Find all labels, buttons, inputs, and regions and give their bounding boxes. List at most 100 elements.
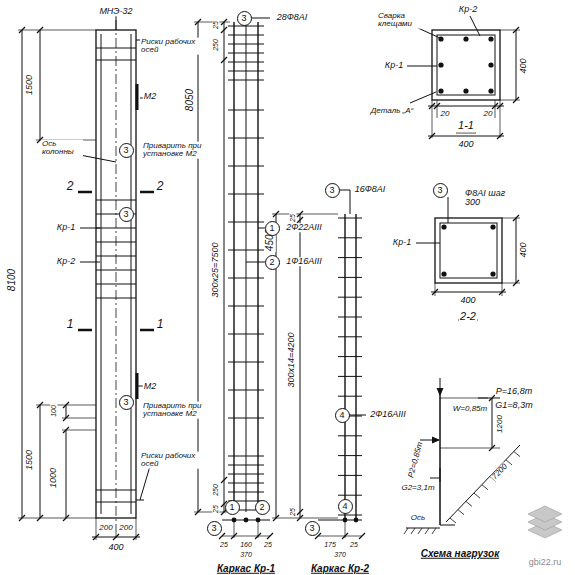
drawing-label: 200 [98, 524, 113, 532]
rebar-dots [232, 36, 496, 522]
drawing-label: 25 [212, 504, 219, 514]
drawing-label: 1000 [49, 467, 58, 489]
callout-text: 3 [309, 524, 314, 533]
drawing-label: Риски рабочих осей [140, 38, 204, 55]
drawing-label: W=0,85т [452, 405, 488, 413]
drawing-label: Ось [410, 514, 426, 522]
drawing-label: 2Ф16АIII [369, 410, 407, 419]
drawing-label: Кр-1 [384, 61, 404, 70]
drawing-label: 200 [118, 524, 133, 532]
drawing-label: 400 [459, 296, 476, 305]
drawing-caption: Каркас Кр-1 [216, 564, 276, 575]
drawing-label: 20 [440, 110, 451, 118]
drawing-caption: Схема нагрузок [420, 549, 500, 560]
drawing-label: G1=8,3т [494, 401, 533, 410]
drawing-label: Кр-1 [56, 223, 76, 232]
callout-text: 4 [339, 411, 344, 420]
callout-number: 4 [335, 408, 350, 423]
drawing-label: 1500 [25, 74, 34, 96]
drawing-label: 1 [156, 318, 165, 331]
drawing-label: 400 [519, 241, 528, 258]
drawing-label: 20 [483, 110, 494, 118]
callout-text: 3 [329, 186, 334, 195]
drawing-label: 25 [349, 541, 359, 548]
drawing-label: Кр-1 [392, 238, 412, 247]
drawing-label: Риски рабочих осей [140, 452, 204, 469]
callout-number: 3 [325, 183, 340, 198]
callout-number: 3 [119, 207, 134, 222]
drawing-label: 1-1 [457, 120, 475, 132]
drawing-label: 25 [289, 507, 296, 517]
callout-number: 3 [119, 395, 134, 410]
drawing-label: Ось колонны [41, 140, 83, 157]
drawing-label: Кр-2 [56, 257, 76, 266]
drawing-label: 2 [66, 180, 75, 193]
cage-kr1 [194, 18, 270, 512]
callout-text: 3 [123, 210, 128, 219]
callout-number: 3 [305, 521, 320, 536]
drawing-label: P=16,8т [495, 387, 533, 396]
drawing-label: 400 [519, 57, 528, 74]
drawing-label: 160 [239, 541, 253, 548]
callout-number: 2 [255, 500, 270, 515]
column-elevation [18, 16, 154, 540]
section-2-2 [416, 197, 520, 320]
drawing-caption: Каркас Кр-2 [310, 564, 370, 575]
drawing-label: 400 [107, 543, 124, 552]
callout-number: 3 [119, 143, 134, 158]
watermark: gbi22.ru [528, 558, 563, 567]
callout-text: 1 [229, 503, 234, 512]
drawing-label: Кр-2 [458, 5, 478, 14]
dimension-ticks [19, 19, 519, 540]
callout-number: 2 [265, 255, 280, 270]
drawing-label: 25 [263, 541, 273, 548]
drawing-label: 300x25=7500 [211, 242, 220, 299]
drawing-label: 7200 [490, 462, 510, 482]
callout-text: 3 [211, 524, 216, 533]
cage-kr2 [272, 190, 366, 518]
drawing-label: Приварить при установке М2 [142, 402, 210, 419]
callout-number: 3 [433, 183, 448, 198]
drawing-label: 25 [289, 213, 296, 223]
drawing-label: 8100 [7, 268, 18, 292]
drawing-label: 250 [212, 38, 219, 52]
callout-text: 3 [241, 14, 246, 23]
drawing-label: G2=3,1т [400, 484, 435, 492]
stirrup-lines [96, 26, 362, 515]
drawing-label: 2 [156, 180, 165, 193]
drawing-label: 2-2 [459, 311, 477, 323]
drawing-label: 25 [219, 541, 229, 548]
watermark-icon [528, 506, 562, 538]
drawing-label: 1 [66, 318, 75, 331]
callout-number: 1 [225, 500, 240, 515]
callout-number: 3 [207, 521, 222, 536]
drawing-label: М2 [143, 92, 158, 101]
drawing-label: P2=0,85т [407, 440, 425, 480]
callout-text: 3 [123, 146, 128, 155]
drawing-label: М2 [143, 382, 158, 391]
callout-number: 4 [338, 499, 353, 514]
drawing-label: Ф8АI шаг 300 [464, 189, 512, 208]
callout-text: 2 [269, 258, 274, 267]
callout-text: 3 [123, 398, 128, 407]
drawing-label: 250 [212, 483, 219, 497]
drawing-label: МНЭ-32 [98, 7, 133, 16]
callout-text: 4 [342, 502, 347, 511]
drawing-label: 25 [212, 20, 219, 30]
callout-text: 2 [259, 503, 264, 512]
drawing-label: 1200 [496, 414, 504, 434]
callout-text: 1 [269, 224, 274, 233]
support-hatching [404, 452, 520, 534]
drawing-label: 370 [333, 551, 347, 558]
drawing-label: 370 [239, 551, 253, 558]
callout-number: 3 [237, 11, 252, 26]
drawing-label: Деталь „А“ [370, 107, 415, 115]
drawing-label: Приварить при установке М2 [142, 142, 210, 159]
drawing-label: Сварка клещами [377, 12, 423, 29]
drawing-label: 2Ф22АIII [285, 223, 323, 232]
drawing-label: 8050 [185, 88, 196, 112]
drawing-label: 28Ф8АI [276, 13, 309, 22]
